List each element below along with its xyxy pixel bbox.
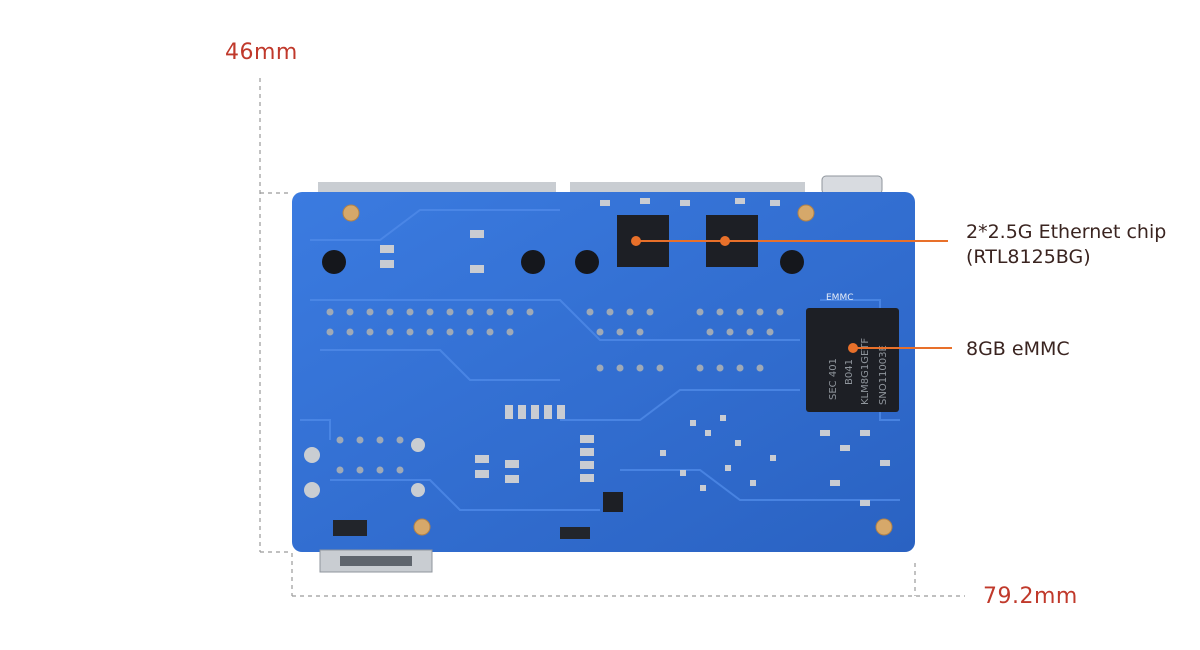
usb-port [319,549,433,573]
ethernet-callout-line1: 2*2.5G Ethernet chip [966,221,1167,243]
small-components [380,198,890,506]
bottom-components [560,527,590,539]
emmc-chip: SEC 401 B041 KLM8G1GETF SNO11003E [806,308,899,412]
height-dimension-label: 46mm [225,40,298,65]
pad-rows [326,308,784,474]
pcb-traces [300,209,900,511]
round-capacitors [322,250,804,274]
ethernet-callout-line2: (RTL8125BG) [966,246,1091,268]
pcb-board [292,192,915,552]
ethernet-callout: 2*2.5G Ethernet chip (RTL8125BG) [966,220,1166,270]
emmc-callout-line1: 8GB eMMC [966,338,1070,360]
height-dimension-line [259,78,292,553]
emmc-chip-text-2: B041 [844,359,855,385]
emmc-callout-line [848,343,952,353]
emmc-chip-text-3: KLM8G1GETF [860,338,871,405]
width-dimension-line [291,553,965,597]
emmc-chip-text-4: SNO11003E [878,345,889,405]
width-dimension-label: 79.2mm [983,584,1078,609]
side-connectors [304,438,425,498]
top-connectors [318,175,883,195]
emmc-silkscreen: EMMC [826,293,854,303]
ethernet-callout-line [631,236,948,246]
emmc-callout: 8GB eMMC [966,337,1070,362]
emmc-chip-text-1: SEC 401 [828,358,839,400]
bottom-ic [603,492,623,512]
bottom-left-component [333,520,367,536]
mounting-holes [342,204,893,536]
